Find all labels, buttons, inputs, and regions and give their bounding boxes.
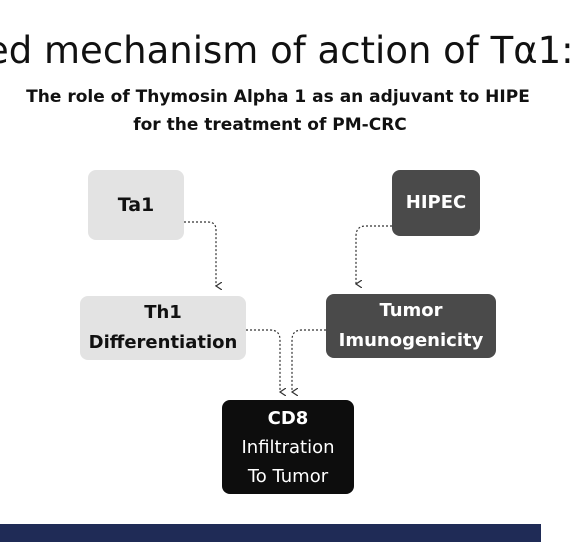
- node-cd8-line-3: To Tumor: [247, 465, 329, 487]
- subtitle-line-1: The role of Thymosin Alpha 1 as an adjuv…: [26, 87, 530, 107]
- arrow-ta1-to-th1: [184, 221, 216, 286]
- node-th1-differentiation: Th1 Differentiation: [80, 296, 246, 360]
- node-cd8-line-2: Infiltration: [241, 436, 335, 458]
- node-ta1: Ta1: [88, 170, 184, 240]
- node-cd8-line-1: CD8: [267, 407, 309, 429]
- node-tumor-line-1: Tumor: [379, 300, 443, 321]
- footer-bar: [0, 524, 541, 542]
- slide: ed mechanism of action of Tα1: The role …: [0, 29, 574, 542]
- arrow-hipec-to-tumor: [356, 225, 392, 284]
- node-th1-line-2: Differentiation: [88, 332, 238, 353]
- subtitle-line-2: for the treatment of PM-CRC: [133, 115, 407, 135]
- node-hipec-label: HIPEC: [405, 192, 467, 213]
- slide-subtitle: The role of Thymosin Alpha 1 as an adjuv…: [0, 83, 560, 139]
- node-tumor-line-2: Imunogenicity: [338, 330, 484, 351]
- slide-title: ed mechanism of action of Tα1:: [0, 29, 574, 72]
- node-hipec: HIPEC: [392, 170, 480, 236]
- node-ta1-label: Ta1: [117, 194, 155, 216]
- arrow-th1-to-cd8: [246, 329, 280, 392]
- node-th1-line-1: Th1: [144, 302, 182, 323]
- node-cd8-infiltration: CD8 Infiltration To Tumor: [222, 400, 354, 494]
- arrow-tumor-to-cd8: [292, 329, 326, 392]
- node-tumor-imunogenicity: Tumor Imunogenicity: [326, 294, 496, 358]
